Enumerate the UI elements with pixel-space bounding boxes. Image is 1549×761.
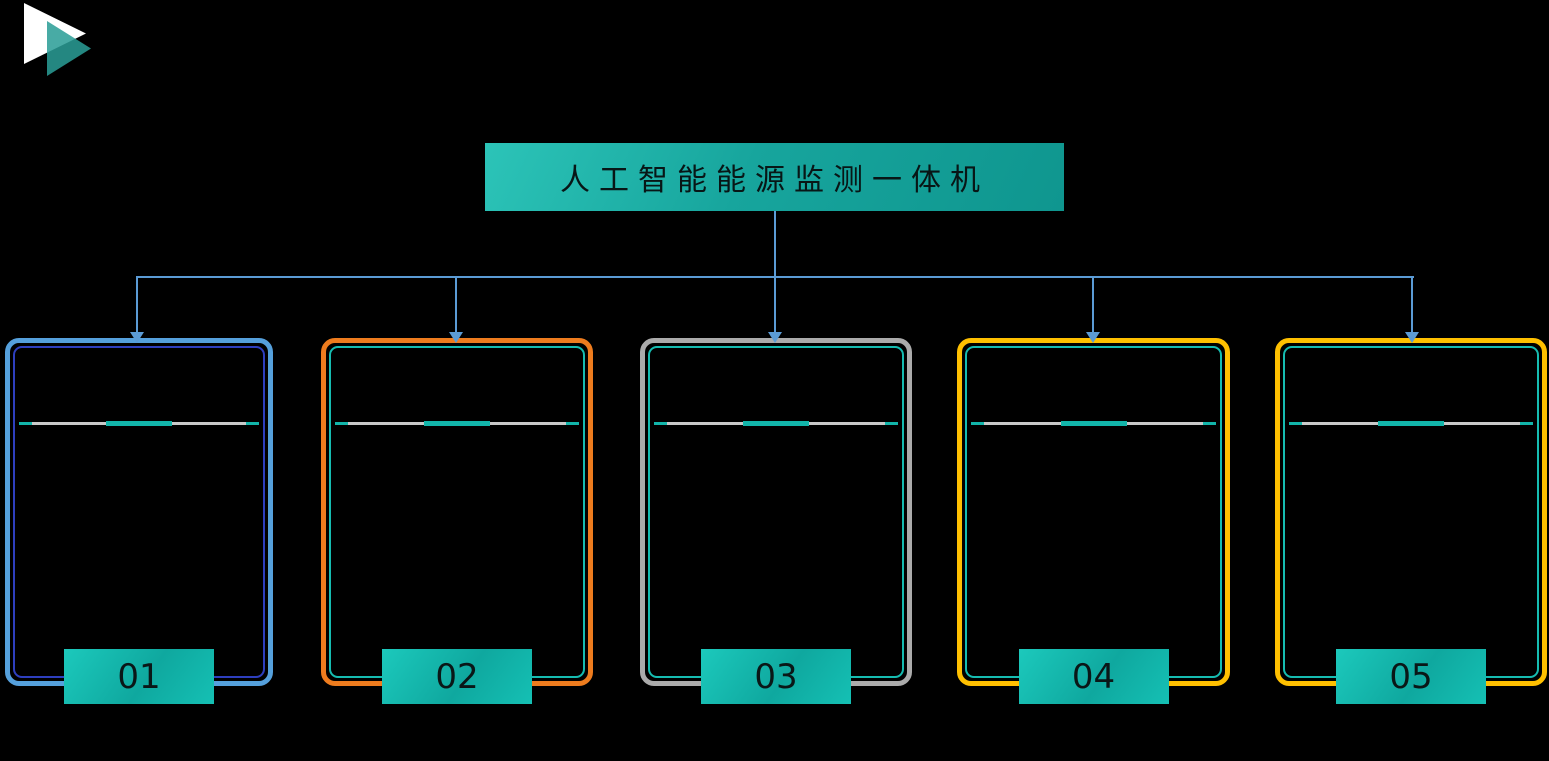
card-number-tab: 02 02: [382, 649, 532, 740]
card-number: 04: [1071, 656, 1116, 697]
card-number: 02: [435, 656, 479, 697]
card-inner-frame: [1283, 346, 1539, 678]
card-divider: [19, 421, 259, 426]
card-number-tab: 03 03: [701, 649, 851, 740]
card-3: 03 03: [640, 338, 912, 740]
arrow-down-icon: [130, 332, 144, 343]
arrow-down-icon: [1405, 332, 1419, 343]
card-number-tab: 01 01: [64, 649, 214, 740]
card-divider: [1289, 421, 1533, 426]
arrow-down-icon: [449, 332, 463, 343]
card-inner-frame: [329, 346, 585, 678]
page-title: 人工智能能源监测一体机: [560, 163, 989, 198]
connector-drop-5: [1411, 276, 1413, 334]
card-inner-frame: [965, 346, 1222, 678]
connector-drop-4: [1092, 276, 1094, 334]
card-5: 05 05: [1275, 338, 1547, 740]
connector-drop-2: [455, 276, 457, 334]
card-number: 01: [117, 656, 161, 697]
arrow-down-icon: [1086, 332, 1100, 343]
card-divider: [971, 421, 1216, 426]
card-2: 02 02: [321, 338, 593, 740]
connector-drop-1: [136, 276, 138, 334]
card-divider: [335, 421, 579, 426]
card-inner-frame: [13, 346, 265, 678]
card-inner-frame: [648, 346, 904, 678]
card-number: 03: [754, 656, 798, 697]
card-divider: [654, 421, 898, 426]
header-banner: 人工智能能源监测一体机: [485, 143, 1064, 214]
connector-stem: [774, 211, 776, 278]
card-1: 01 01: [5, 338, 273, 740]
card-number-tab: 04 04: [1018, 649, 1169, 740]
card-4: 04 04: [957, 338, 1230, 740]
card-number: 05: [1389, 656, 1433, 697]
arrow-down-icon: [768, 332, 782, 343]
connector-drop-3: [774, 276, 776, 334]
card-number-tab: 05 05: [1336, 649, 1486, 740]
